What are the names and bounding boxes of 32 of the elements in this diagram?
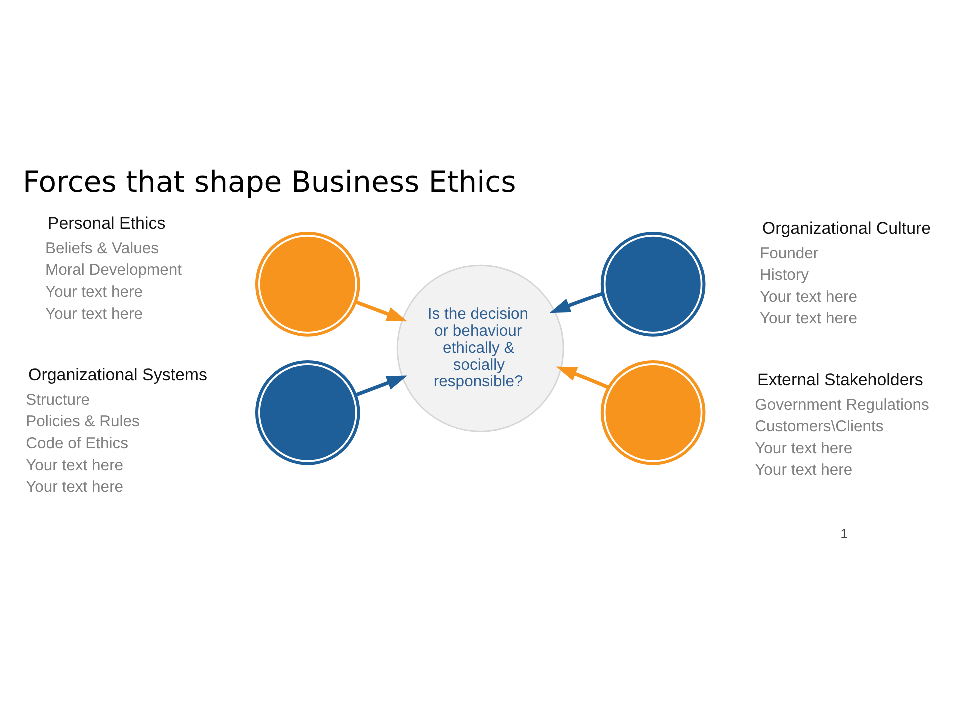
node-label: Your text here <box>755 440 853 457</box>
arrow <box>355 300 408 322</box>
node-label: Code of Ethics <box>26 435 129 452</box>
node-circle <box>255 232 360 336</box>
node-label: Your text here <box>26 456 124 474</box>
node-circle <box>600 232 706 336</box>
node-label: Organizational Culture <box>762 218 932 238</box>
node-label: Beliefs & Values <box>45 240 160 257</box>
arrow <box>355 375 408 396</box>
node-label: Policies & Rules <box>26 413 140 430</box>
node-label: Organizational Systems <box>28 364 208 384</box>
node-label: Moral Development <box>45 262 182 279</box>
node-circle <box>255 360 360 465</box>
node-label: Structure <box>26 391 90 408</box>
node-label: External Stakeholders <box>758 370 924 389</box>
node-label: Your text here <box>26 478 124 496</box>
node-label: History <box>760 266 809 284</box>
arrow <box>550 292 604 313</box>
node-label: Your text here <box>755 462 853 479</box>
node-label: Customers\Clients <box>755 418 884 436</box>
node-label: Personal Ethics <box>48 213 166 232</box>
node-circle <box>600 360 706 465</box>
arrow <box>556 366 610 389</box>
label: 1 <box>840 526 848 542</box>
node-label: Your text here <box>760 310 858 328</box>
diagram-title: Forces that shape Business Ethics <box>23 164 516 198</box>
node-label: Your text here <box>45 305 143 322</box>
node-circle: Is the decision or behaviour ethically & socially responsible? <box>396 264 564 432</box>
node-label: Your text here <box>760 288 858 306</box>
node-label: Founder <box>760 244 819 262</box>
node-label: Government Regulations <box>755 396 930 414</box>
node-label: Your text here <box>45 284 143 301</box>
